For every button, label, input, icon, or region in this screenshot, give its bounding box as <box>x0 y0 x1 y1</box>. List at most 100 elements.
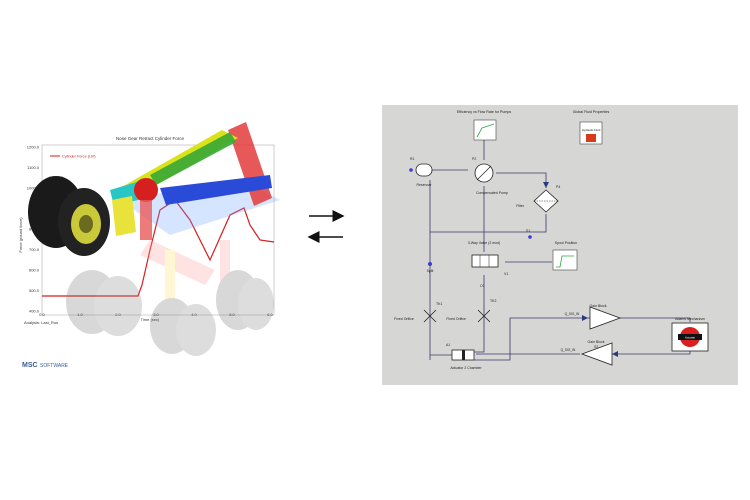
x-tick-label: 1.0 <box>77 312 83 317</box>
y-tick-label: 700.0 <box>29 247 40 252</box>
chart-title: Nose Gear Retract Cylinder Force <box>116 136 185 141</box>
x-tick-label: 4.0 <box>191 312 197 317</box>
spool-block[interactable]: Spool Position <box>552 241 578 271</box>
filter-port: P4 <box>556 185 560 189</box>
wire-gain-top-adams <box>620 317 691 322</box>
pump-block[interactable]: P2 Compensated Pump <box>472 157 508 195</box>
gain-top-icon <box>589 306 622 330</box>
force-series-line <box>42 199 275 297</box>
ghost-strut-2 <box>220 240 230 310</box>
torque-link <box>112 196 136 236</box>
y-tick-label: 1100.0 <box>27 165 40 170</box>
filter-icon <box>533 189 559 213</box>
x-tick-label: 5.0 <box>229 312 235 317</box>
gain-top-label: Gain Block <box>590 304 607 308</box>
reservoir-label: Reservoir <box>417 183 433 187</box>
actuator-block[interactable]: A1 Actuator 2 Chamber <box>446 343 482 370</box>
exchange-arrows <box>307 210 345 243</box>
wire-actuator-gain-top <box>474 317 590 361</box>
arrowhead-filter <box>543 182 549 188</box>
gain-bottom-port: G2 <box>594 345 598 349</box>
port-o1: O1 <box>480 284 485 288</box>
fluid-icon-drop <box>586 134 596 142</box>
port-tk2: TK2 <box>490 299 496 303</box>
port-s1: S1 <box>526 229 530 233</box>
filter-label: Filter <box>516 204 525 208</box>
valve-block[interactable]: 3-Way Valve (2 mod) V1 <box>468 241 509 276</box>
ghost-tire-5 <box>216 270 260 330</box>
ghost-strut <box>165 250 175 310</box>
adams-icon-band <box>678 334 702 340</box>
connector-s1 <box>528 235 532 239</box>
ghost-gear <box>66 180 280 356</box>
upper-arm-green <box>150 132 236 185</box>
ghost-tire-2 <box>94 276 142 336</box>
split-label: Split <box>427 269 434 273</box>
actuator-port: A1 <box>446 343 450 347</box>
drag-brace <box>160 175 272 205</box>
reservoir-icon <box>415 163 433 177</box>
efficiency-label: Efficiency vs Flow Rate for Pumps <box>457 110 512 114</box>
gain-top-input: Q_SIG_IN <box>565 312 580 316</box>
x-tick-label: 6.0 <box>267 312 273 317</box>
valve-label: 3-Way Valve (2 mod) <box>468 241 500 245</box>
adams-label: Adams Mechanism <box>675 317 705 321</box>
fixed-orifice-1[interactable]: Fixed Orifice <box>394 309 437 323</box>
y-tick-label: 500.0 <box>29 288 40 293</box>
orifice-2-icon <box>477 309 491 323</box>
wire-arrowheads <box>543 182 618 357</box>
fluid-props-label: Global Fluid Properties <box>573 110 610 114</box>
valve-port: V1 <box>504 272 508 276</box>
actuator-label: Actuator 2 Chamber <box>450 366 482 370</box>
pivot-joint <box>134 178 158 202</box>
valve-icon <box>471 254 499 268</box>
fluid-icon-text: Hydraulic Fluid <box>582 128 601 132</box>
adams-icon-text: Actuate <box>685 336 696 340</box>
x-tick-label: 3.0 <box>153 312 159 317</box>
y-tick-label: 600.0 <box>29 268 40 273</box>
fixed-orifice-2[interactable]: Fixed Orifice TK2 <box>446 299 496 323</box>
actuator-piston <box>462 350 465 360</box>
reservoir-port: R1 <box>410 157 415 161</box>
ghost-link <box>140 240 215 285</box>
orifice-1-label: Fixed Orifice <box>394 317 414 321</box>
logo-text: MSC <box>22 362 38 369</box>
gain-bottom-icon <box>580 342 613 366</box>
efficiency-block[interactable]: Efficiency vs Flow Rate for Pumps <box>457 110 512 141</box>
port-tk1: TK1 <box>436 302 442 306</box>
y-axis-label: Force (pound force) <box>18 217 23 253</box>
gain-block-bottom[interactable]: Gain Block G2 Q_SIG_IN <box>561 340 613 366</box>
split-block[interactable]: Split <box>427 262 434 273</box>
reservoir-block[interactable]: R1 Reservoir <box>409 157 433 187</box>
gain-bottom-output: Q_SIG_IN <box>561 348 576 352</box>
y-tick-label: 1000.0 <box>27 186 40 191</box>
y-tick-label: 1200.0 <box>27 145 40 150</box>
x-axis-label: Time (sec) <box>141 317 160 322</box>
ghost-tire-6 <box>238 278 274 330</box>
gain-bottom-label: Gain Block <box>588 340 605 344</box>
gain-block-top[interactable]: Gain Block G1 Q_SIG_IN <box>565 304 622 330</box>
pump-icon-arrow <box>476 165 492 181</box>
orifice-2-label: Fixed Orifice <box>446 317 466 321</box>
ghost-arm <box>120 180 280 235</box>
spool-plot-curve <box>556 255 574 268</box>
hub-center <box>79 215 93 233</box>
reservoir-connector <box>409 168 413 172</box>
arrowhead-gain-bottom <box>612 351 618 357</box>
left-panel: Nose Gear Retract Cylinder Force Cylinde… <box>18 122 280 369</box>
y-tick-label: 400.0 <box>29 309 40 314</box>
ghost-tire-1 <box>66 270 118 334</box>
pump-port: P2 <box>472 157 476 161</box>
logo-suffix: SOFTWARE <box>40 363 69 369</box>
pump-label: Compensated Pump <box>476 191 508 195</box>
right-panel: Efficiency vs Flow Rate for Pumps Global… <box>382 105 738 385</box>
fluid-properties-block[interactable]: Global Fluid Properties Hydraulic Fluid <box>573 110 610 145</box>
spool-label: Spool Position <box>555 241 577 245</box>
adams-mechanism-block[interactable]: Adams Mechanism Actuate <box>671 317 709 352</box>
legend-entry: Cylinder Force (Lbf) <box>62 155 96 159</box>
ghost-tire-3 <box>150 298 194 354</box>
landing-gear-render <box>28 122 272 256</box>
shock-strut <box>140 200 152 240</box>
filter-block[interactable]: P4 Filter <box>516 185 560 213</box>
